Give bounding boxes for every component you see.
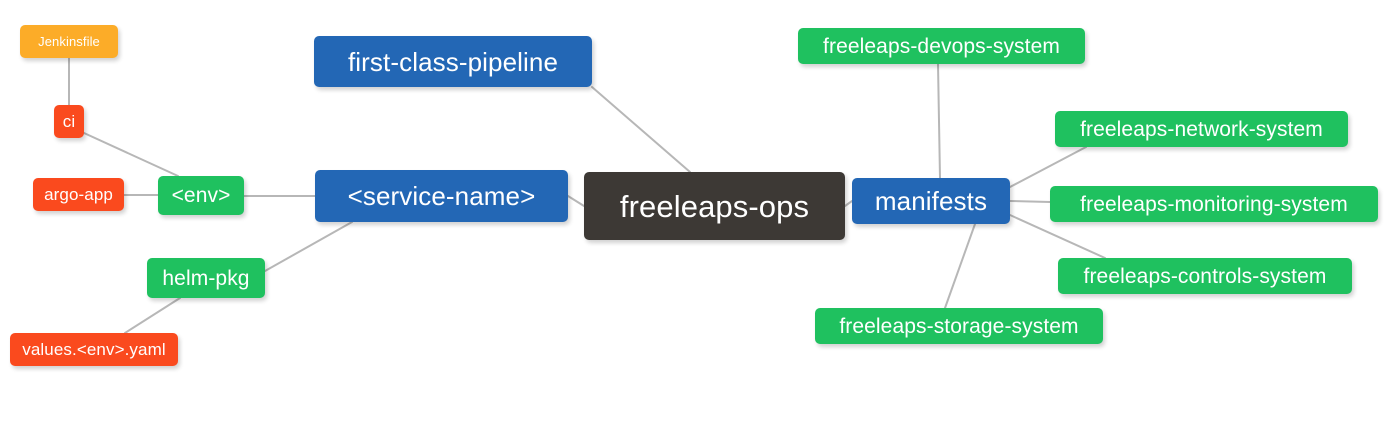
edge-freeleaps-ops-to-manifests	[844, 200, 853, 207]
node-label-values-env-yaml: values.<env>.yaml	[22, 340, 166, 359]
edge-freeleaps-ops-to-first-class-pipeline	[591, 86, 691, 173]
node-argo-app[interactable]: argo-app	[33, 178, 124, 211]
node-label-jenkinsfile: Jenkinsfile	[38, 34, 100, 49]
node-first-class-pipeline[interactable]: first-class-pipeline	[314, 36, 592, 87]
node-label-freeleaps-storage-system: freeleaps-storage-system	[839, 314, 1079, 338]
node-ci[interactable]: ci	[54, 105, 84, 138]
node-label-ci: ci	[62, 112, 76, 131]
node-jenkinsfile[interactable]: Jenkinsfile	[20, 25, 118, 58]
node-label-freeleaps-network-system: freeleaps-network-system	[1080, 117, 1323, 141]
edge-manifests-to-freeleaps-network-system	[1009, 146, 1087, 188]
node-freeleaps-ops[interactable]: freeleaps-ops	[584, 172, 845, 240]
node-label-manifests: manifests	[874, 186, 988, 216]
node-env[interactable]: <env>	[158, 176, 244, 215]
node-label-freeleaps-controls-system: freeleaps-controls-system	[1083, 264, 1327, 288]
node-freeleaps-storage-system[interactable]: freeleaps-storage-system	[815, 308, 1103, 344]
node-freeleaps-controls-system[interactable]: freeleaps-controls-system	[1058, 258, 1352, 294]
edge-env-to-ci	[83, 132, 179, 177]
node-values-env-yaml[interactable]: values.<env>.yaml	[10, 333, 178, 366]
node-label-first-class-pipeline: first-class-pipeline	[347, 46, 559, 77]
node-label-helm-pkg: helm-pkg	[162, 266, 250, 290]
node-freeleaps-devops-system[interactable]: freeleaps-devops-system	[798, 28, 1085, 64]
node-helm-pkg[interactable]: helm-pkg	[147, 258, 265, 298]
node-label-argo-app: argo-app	[44, 185, 113, 204]
node-service-name[interactable]: <service-name>	[315, 170, 568, 222]
edge-service-name-to-helm-pkg	[264, 221, 353, 272]
node-label-freeleaps-monitoring-system: freeleaps-monitoring-system	[1080, 192, 1348, 216]
node-label-freeleaps-devops-system: freeleaps-devops-system	[823, 34, 1060, 58]
edge-freeleaps-ops-to-service-name	[567, 195, 585, 207]
node-freeleaps-monitoring-system[interactable]: freeleaps-monitoring-system	[1050, 186, 1378, 222]
node-label-freeleaps-ops: freeleaps-ops	[619, 188, 810, 224]
node-label-env: <env>	[171, 184, 231, 207]
edge-manifests-to-freeleaps-storage-system	[944, 223, 976, 309]
node-label-service-name: <service-name>	[347, 181, 536, 211]
edge-manifests-to-freeleaps-devops-system	[937, 63, 941, 179]
edge-manifests-to-freeleaps-monitoring-system	[1009, 200, 1051, 203]
edge-helm-pkg-to-values-env-yaml	[124, 297, 181, 334]
node-manifests[interactable]: manifests	[852, 178, 1010, 224]
node-freeleaps-network-system[interactable]: freeleaps-network-system	[1055, 111, 1348, 147]
